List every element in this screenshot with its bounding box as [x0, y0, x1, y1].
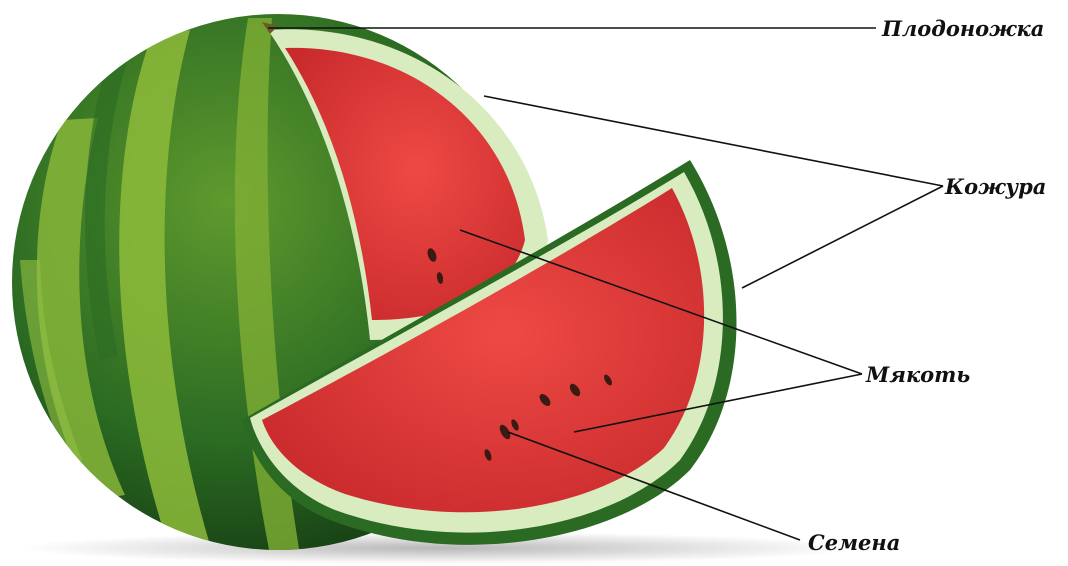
- label-seeds: Семена: [808, 532, 900, 553]
- leader-line-rind-1: [484, 96, 943, 186]
- label-flesh: Мякоть: [866, 364, 970, 385]
- rind-stripes: [20, 18, 300, 555]
- label-stem: Плодоножка: [882, 18, 1044, 39]
- label-rind: Кожура: [945, 176, 1046, 197]
- leader-line-rind-2: [742, 186, 943, 288]
